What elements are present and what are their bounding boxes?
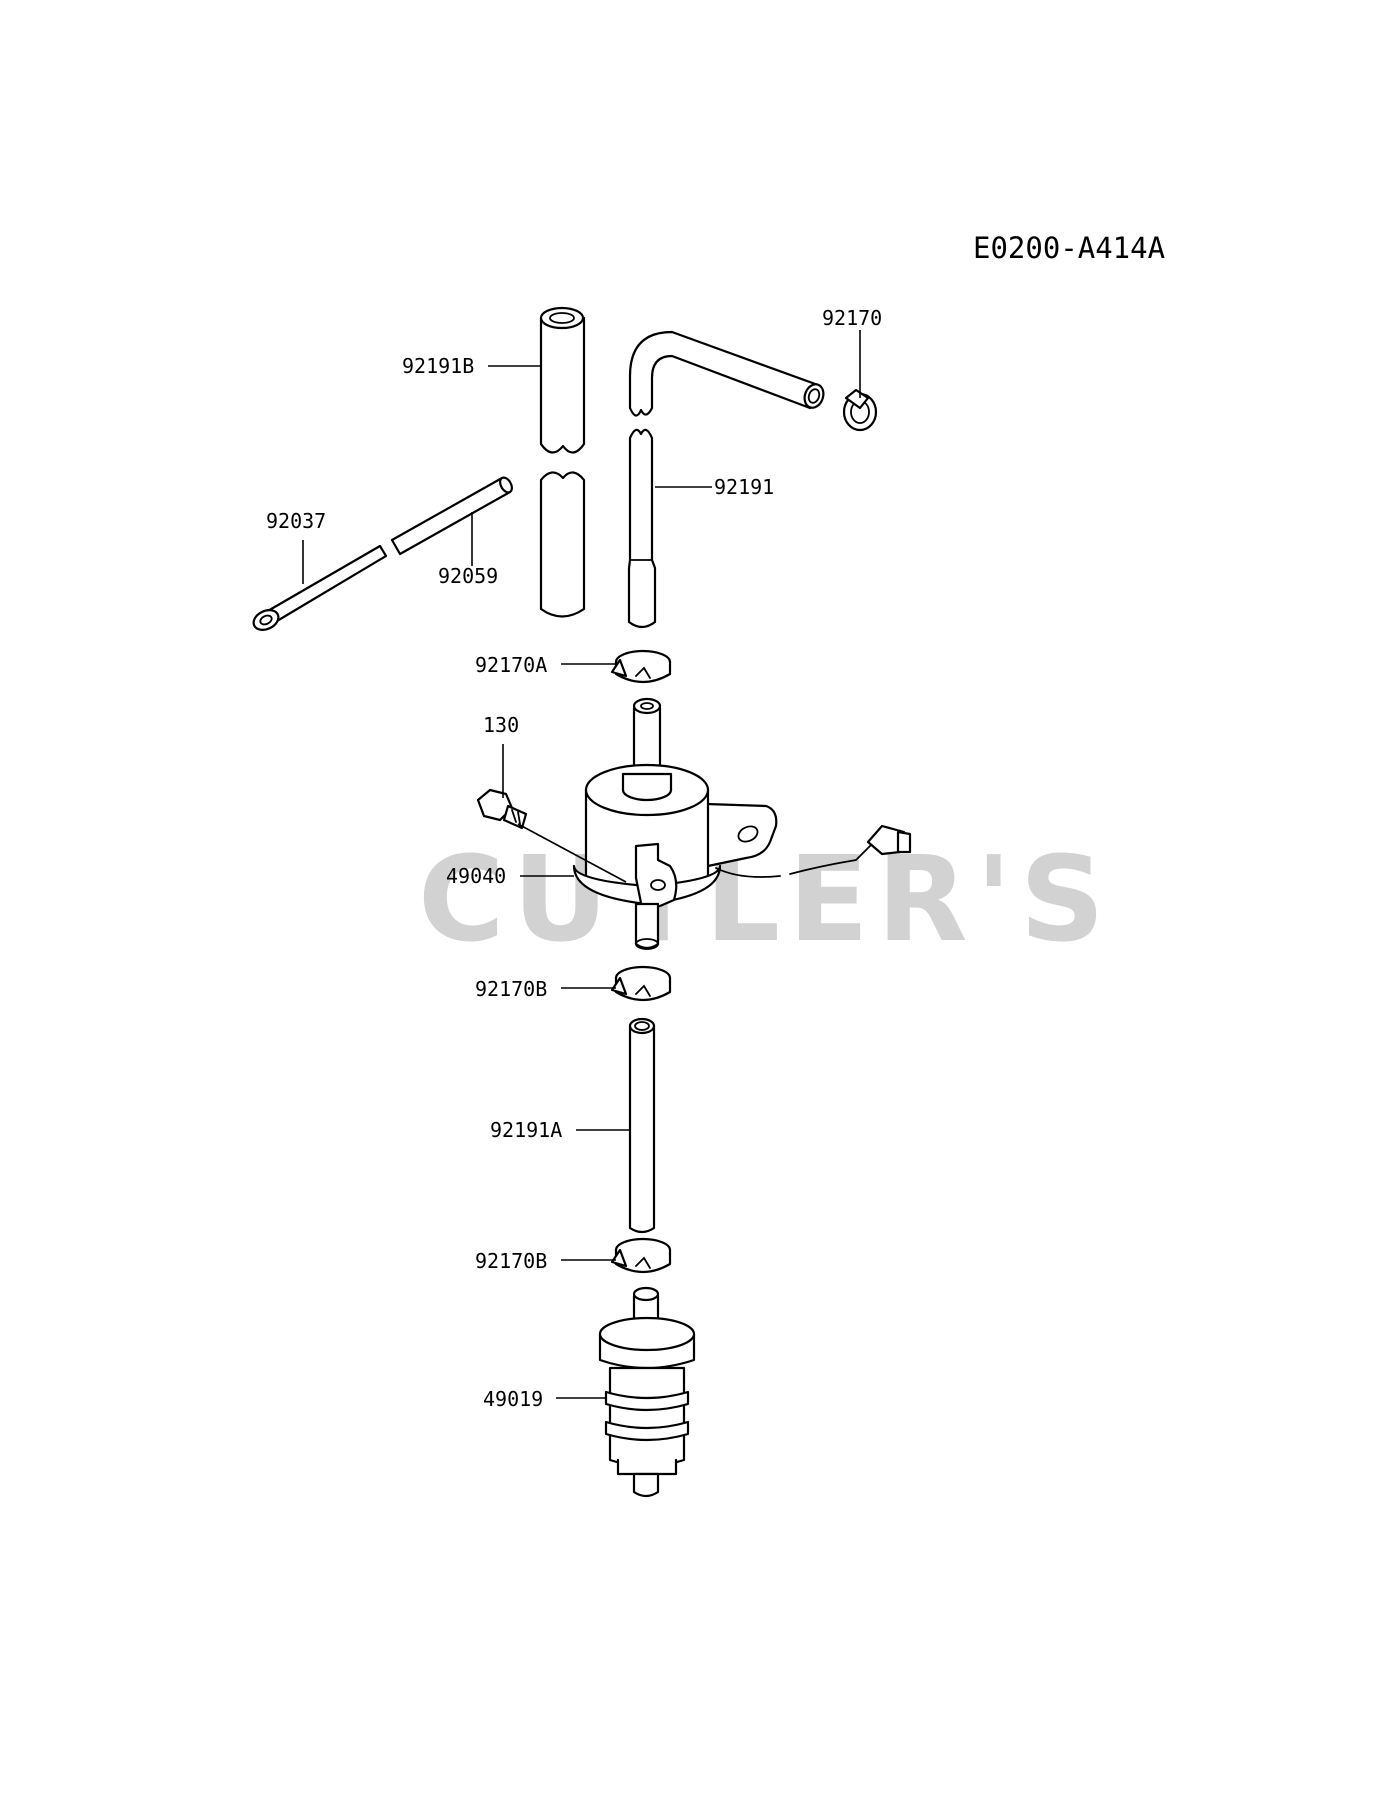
clip-92170b-upper[interactable] [610, 965, 672, 1002]
diagram-code: E0200-A414A [973, 231, 1165, 265]
callout-49040: 49040 [446, 864, 506, 888]
fuel-filter-49019[interactable] [598, 1286, 696, 1498]
clip-92170b-lower[interactable] [610, 1237, 672, 1274]
callout-92170a: 92170A [475, 653, 547, 677]
callout-92191: 92191 [714, 475, 774, 499]
callout-92170b-lower: 92170B [475, 1249, 547, 1273]
callout-92059: 92059 [438, 564, 498, 588]
callout-92037: 92037 [266, 509, 326, 533]
callout-92170: 92170 [822, 306, 882, 330]
callout-130: 130 [483, 713, 519, 737]
callout-92170b-upper: 92170B [475, 977, 547, 1001]
tube-92059[interactable] [390, 476, 514, 556]
hose-92191b[interactable] [539, 306, 586, 618]
bolt-130[interactable] [476, 788, 528, 830]
fuel-pump-49040[interactable] [572, 697, 912, 950]
hose-92191[interactable] [627, 330, 827, 629]
leader-lines [302, 330, 861, 1399]
callout-92191b: 92191B [402, 354, 474, 378]
hose-92191a[interactable] [628, 1017, 656, 1234]
callout-49019: 49019 [483, 1387, 543, 1411]
clip-92170a[interactable] [610, 649, 672, 684]
rod-92037[interactable] [250, 544, 388, 634]
callout-92191a: 92191A [490, 1118, 562, 1142]
